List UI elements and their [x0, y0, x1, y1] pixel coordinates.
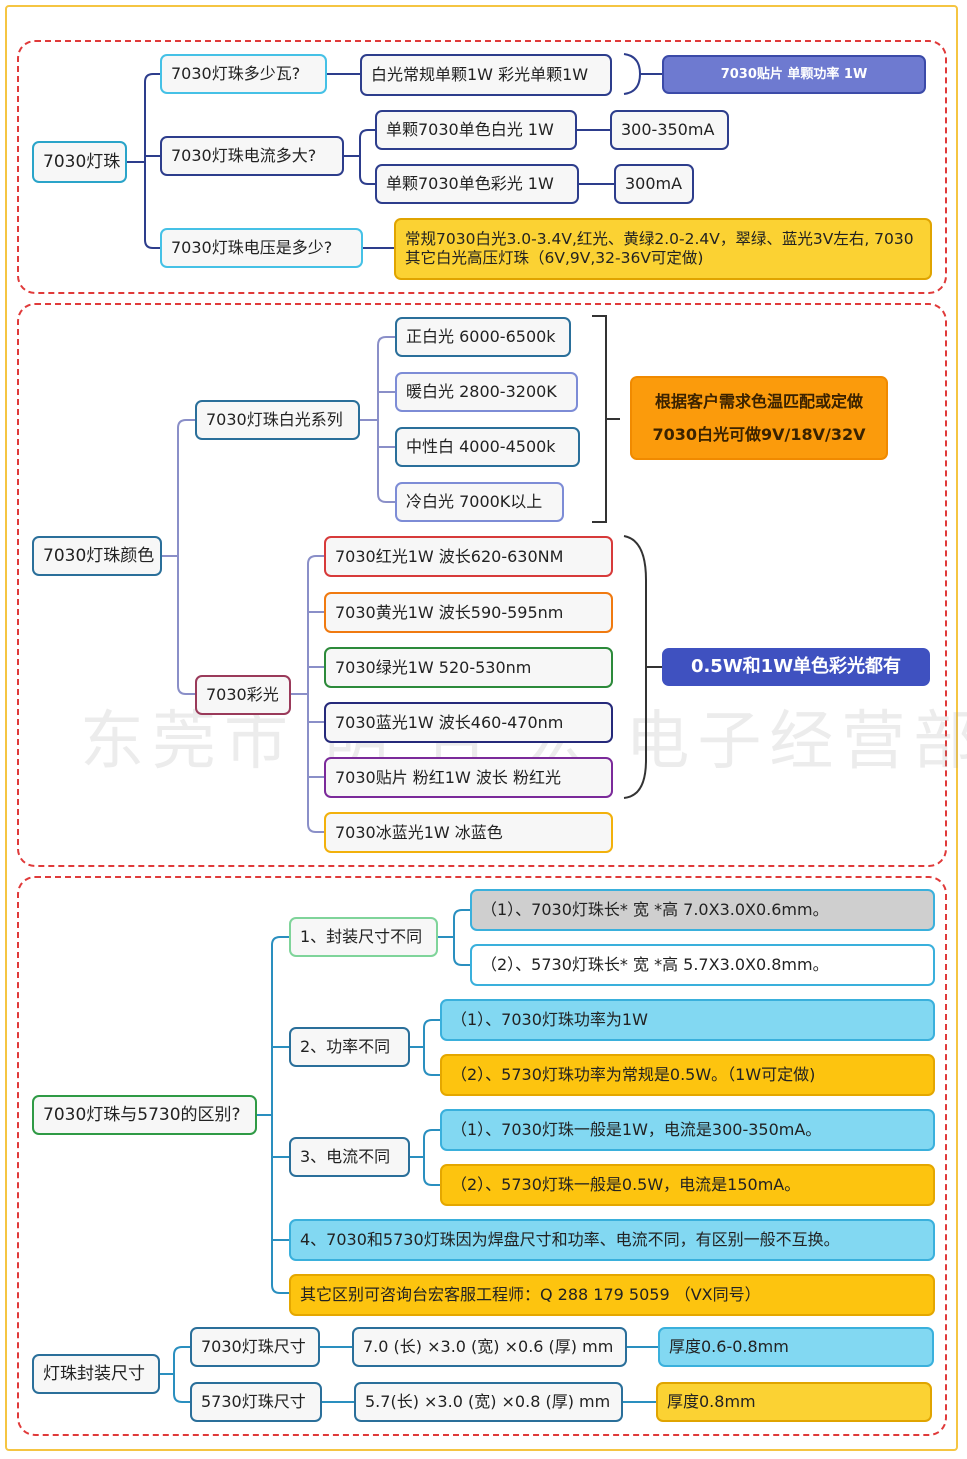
node-color-green: 7030绿光1W 520-530nm — [324, 647, 613, 688]
node-diff-package: 1、封装尺寸不同 — [289, 917, 438, 957]
node-size-7030-thickness: 厚度0.6-0.8mm — [658, 1327, 934, 1367]
outer-frame — [5, 5, 958, 1451]
node-diff-current-7030: （1）、7030灯珠一般是1W，电流是300-350mA。 — [440, 1109, 935, 1151]
node-white-series: 7030灯珠白光系列 — [195, 400, 360, 440]
node-white-cold: 冷白光 7000K以上 — [395, 482, 564, 522]
node-led-colors: 7030灯珠颜色 — [32, 536, 162, 576]
node-color-blue: 7030蓝光1W 波长460-470nm — [324, 702, 613, 743]
node-diff-power: 2、功率不同 — [289, 1027, 410, 1067]
node-size-5730-value: 5.7(长) ×3.0 (宽) ×0.8 (厚) mm — [354, 1382, 623, 1422]
node-color-pink: 7030贴片 粉红1W 波长 粉红光 — [324, 757, 613, 798]
node-current-white: 单颗7030单色白光 1W — [375, 110, 577, 150]
node-diff-power-5730: （2）、5730灯珠功率为常规是0.5W。（1W可定做) — [440, 1054, 935, 1096]
node-white-warm: 暖白光 2800-3200K — [395, 372, 578, 412]
node-7030-led: 7030灯珠 — [32, 141, 127, 183]
node-color-note: 0.5W和1W单色彩光都有 — [662, 648, 930, 686]
node-color-ice-blue: 7030冰蓝光1W 冰蓝色 — [324, 812, 613, 853]
node-color-series: 7030彩光 — [195, 675, 291, 715]
node-current-color-value: 300mA — [614, 164, 694, 204]
node-current-question: 7030灯珠电流多大? — [160, 136, 344, 176]
node-power-summary: 7030贴片 单颗功率 1W — [662, 55, 926, 94]
node-power-answer: 白光常规单颗1W 彩光单颗1W — [360, 54, 612, 96]
node-voltage-answer: 常规7030白光3.0-3.4V,红光、黄绿2.0-2.4V，翠绿、蓝光3V左右… — [394, 218, 932, 280]
node-power-question: 7030灯珠多少瓦? — [160, 54, 327, 94]
node-color-yellow: 7030黄光1W 波长590-595nm — [324, 592, 613, 633]
node-color-red: 7030红光1W 波长620-630NM — [324, 536, 613, 577]
node-package-size: 灯珠封装尺寸 — [32, 1354, 160, 1394]
node-size-5730-thickness: 厚度0.8mm — [656, 1382, 932, 1422]
node-diff-not-interchangeable: 4、7030和5730灯珠因为焊盘尺寸和功率、电流不同，有区别一般不互换。 — [289, 1219, 935, 1261]
node-current-color: 单颗7030单色彩光 1W — [375, 164, 579, 204]
node-size-7030-value: 7.0 (长) ×3.0 (宽) ×0.6 (厚) mm — [352, 1327, 627, 1367]
node-white-note: 根据客户需求色温匹配或定做 7030白光可做9V/18V/32V — [630, 376, 888, 460]
white-note-line1: 根据客户需求色温匹配或定做 — [654, 391, 863, 411]
white-note-line2: 7030白光可做9V/18V/32V — [652, 424, 866, 444]
node-size-5730: 5730灯珠尺寸 — [190, 1382, 322, 1422]
node-current-white-value: 300-350mA — [610, 110, 729, 150]
node-diff-current: 3、电流不同 — [289, 1137, 410, 1177]
node-diff-contact: 其它区别可咨询台宏客服工程师：Q 288 179 5059 （VX同号） — [289, 1274, 935, 1316]
node-difference: 7030灯珠与5730的区别? — [32, 1095, 257, 1135]
section-colors — [17, 303, 947, 867]
node-diff-power-7030: （1）、7030灯珠功率为1W — [440, 999, 935, 1041]
section-power — [17, 40, 947, 294]
node-white-neutral: 中性白 4000-4500k — [395, 427, 580, 467]
node-size-7030: 7030灯珠尺寸 — [190, 1327, 320, 1367]
section-compare — [17, 876, 947, 1436]
node-voltage-question: 7030灯珠电压是多少? — [160, 228, 363, 268]
node-diff-package-7030: （1）、7030灯珠长* 宽 *高 7.0X3.0X0.6mm。 — [470, 889, 935, 931]
node-white-pure: 正白光 6000-6500k — [395, 317, 571, 357]
node-diff-package-5730: （2）、5730灯珠长* 宽 *高 5.7X3.0X0.8mm。 — [470, 944, 935, 986]
node-diff-current-5730: （2）、5730灯珠一般是0.5W，电流是150mA。 — [440, 1164, 935, 1206]
